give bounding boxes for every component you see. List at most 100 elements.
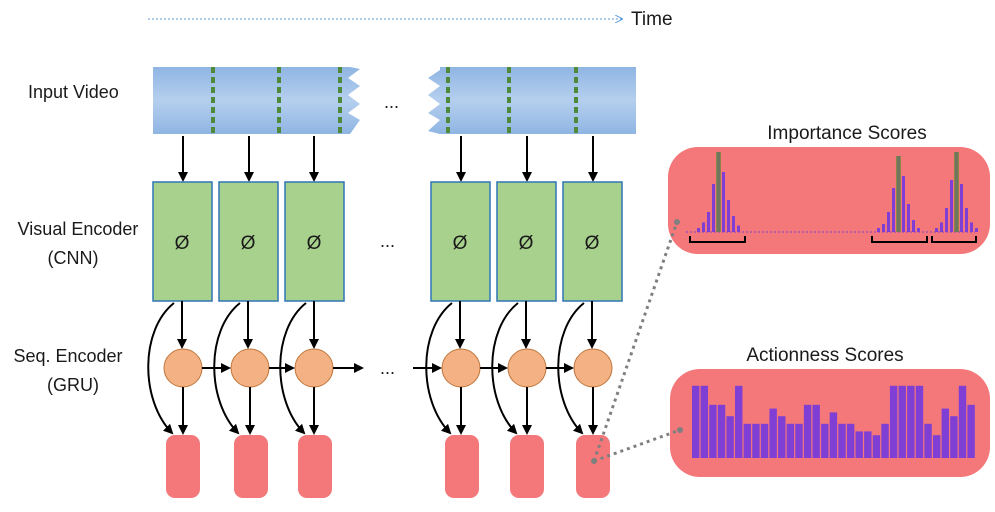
actionness-bar <box>898 385 906 458</box>
connector-dot <box>674 219 680 225</box>
actionness-bar <box>907 385 915 458</box>
actionness-bar <box>924 423 932 458</box>
output-block <box>445 435 479 498</box>
seq-encoder-label: Seq. Encoder <box>13 346 122 366</box>
time-label: Time <box>631 9 673 30</box>
importance-bar <box>722 172 725 232</box>
actionness-bar <box>932 435 941 458</box>
actionness-bar <box>743 423 752 458</box>
cnn-column: Ø <box>491 136 557 498</box>
actionness-bar <box>958 385 967 458</box>
importance-bar <box>892 188 895 232</box>
arrow-icon <box>213 302 241 435</box>
cnn-symbol: Ø <box>307 233 322 254</box>
actionness-bar <box>889 385 898 458</box>
gru-cell <box>441 348 481 388</box>
segment-bracket <box>689 236 746 243</box>
importance-bar <box>707 212 710 232</box>
importance-bar <box>912 220 915 232</box>
gru-cell <box>230 348 270 388</box>
importance-bar <box>702 222 705 232</box>
actionness-bar <box>812 404 820 458</box>
importance-bar <box>737 225 740 232</box>
ellipsis-gru: ... <box>380 358 395 378</box>
gru-cell <box>507 348 547 388</box>
gru-cell <box>163 348 203 388</box>
importance-bar <box>727 200 730 232</box>
cnn-block <box>218 181 279 302</box>
arrow-icon <box>557 302 585 435</box>
seq-encoder-sublabel: (GRU) <box>47 375 99 395</box>
actionness-bar <box>881 423 889 458</box>
importance-peak-bar <box>896 156 901 232</box>
dotted-connector-icon <box>592 221 679 462</box>
cnn-column: Ø <box>279 136 345 498</box>
actionness-bar <box>726 416 734 458</box>
importance-bar <box>917 228 920 232</box>
actionness-bar <box>700 385 709 458</box>
actionness-bar <box>803 404 812 458</box>
cnn-column: Ø <box>147 136 213 498</box>
importance-peak-bar <box>716 152 721 232</box>
actionness-bar <box>941 408 949 458</box>
importance-bar <box>882 224 885 232</box>
actionness-bar <box>735 385 743 458</box>
actionness-bar <box>760 423 769 458</box>
cnn-symbol: Ø <box>453 233 468 254</box>
importance-bar <box>945 208 948 232</box>
actionness-bar <box>864 431 872 458</box>
segment-bracket <box>931 236 977 243</box>
importance-bar <box>877 228 880 232</box>
output-block <box>298 435 332 498</box>
actionness-bar <box>967 404 975 458</box>
time-axis: Time <box>148 9 673 30</box>
cnn-symbol: Ø <box>519 233 534 254</box>
cnn-symbol: Ø <box>241 233 256 254</box>
actionness-bar <box>872 435 881 458</box>
arrow-icon <box>147 302 175 435</box>
ellipsis-video: ... <box>384 92 399 112</box>
cnn-symbol: Ø <box>585 233 600 254</box>
actionness-chart <box>692 385 975 458</box>
actionness-bar <box>846 423 855 458</box>
arrow-icon <box>425 302 453 435</box>
actionness-bar <box>769 408 777 458</box>
output-block <box>234 435 268 498</box>
visual-encoder-label: Visual Encoder <box>18 219 139 239</box>
importance-bar <box>907 204 910 232</box>
actionness-bar <box>752 423 760 458</box>
arrow-icon <box>491 302 519 435</box>
actionness-title: Actionness Scores <box>746 345 903 366</box>
arrow-icon <box>279 302 307 435</box>
segment-bracket <box>871 236 928 243</box>
dotted-connectors <box>591 219 683 464</box>
actionness-bar <box>915 385 924 458</box>
importance-title: Importance Scores <box>767 123 926 144</box>
importance-bar <box>697 228 700 232</box>
importance-peak-bar <box>954 152 959 232</box>
row-labels: Input Video Visual Encoder (CNN) Seq. En… <box>13 82 138 395</box>
cnn-symbol: Ø <box>175 233 190 254</box>
importance-bar <box>960 184 963 232</box>
importance-brackets <box>689 236 977 243</box>
actionness-bar <box>950 416 958 458</box>
importance-bar <box>712 184 715 232</box>
cnn-column: Ø <box>213 136 279 498</box>
cnn-block <box>284 181 345 302</box>
actionness-bar <box>855 431 863 458</box>
importance-bar <box>935 228 938 232</box>
cnn-block <box>562 181 623 302</box>
connector-dot <box>677 427 683 433</box>
input-video-strip-right <box>428 67 636 134</box>
gru-cell <box>294 348 334 388</box>
actionness-bar <box>821 423 829 458</box>
actionness-bar <box>795 423 803 458</box>
actionness-bar <box>717 404 726 458</box>
importance-bar <box>902 176 905 232</box>
cnn-column: Ø <box>425 136 491 498</box>
cnn-column: Ø <box>557 136 623 498</box>
importance-bar <box>950 180 953 232</box>
output-block <box>166 435 200 498</box>
